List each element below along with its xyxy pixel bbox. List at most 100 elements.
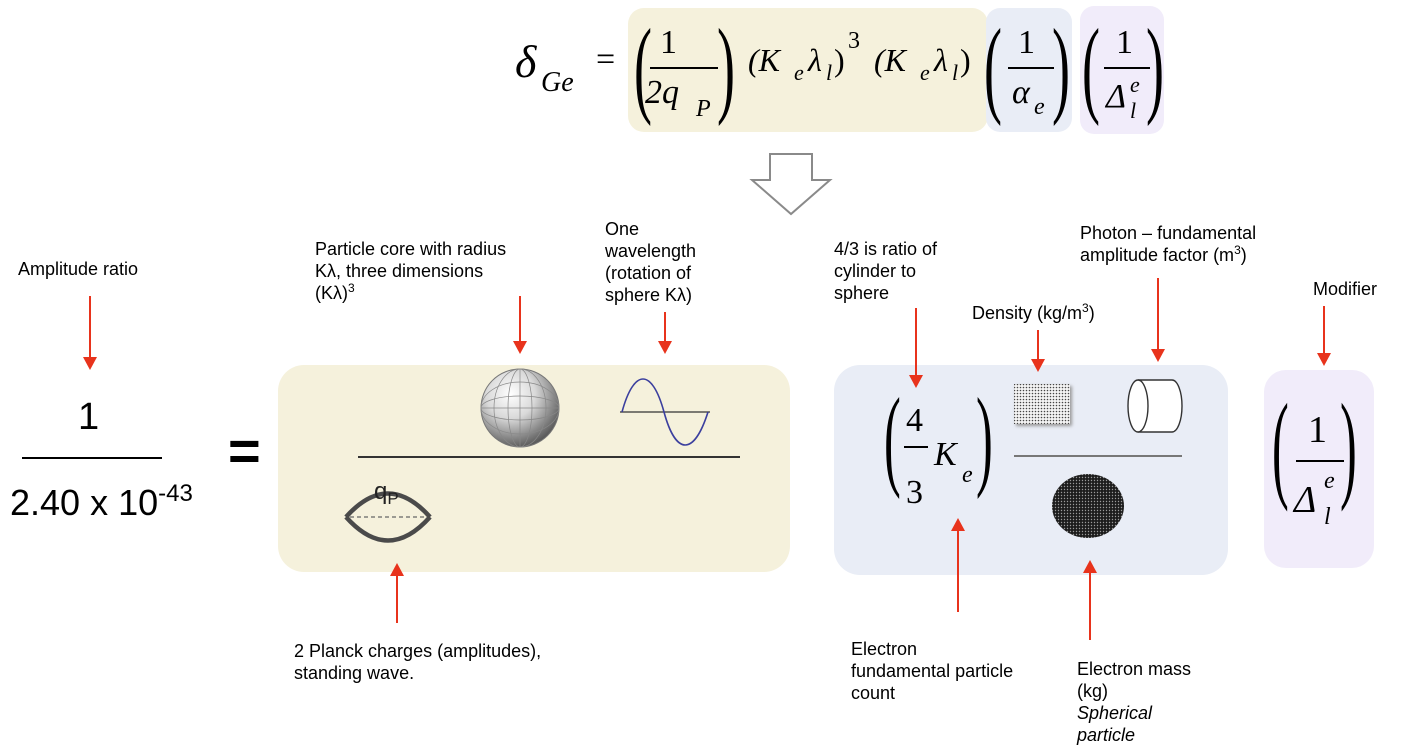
- amplitude-denominator-base: 2.40 x 10: [10, 482, 159, 523]
- modifier-paren-open: (: [1272, 379, 1289, 512]
- count-paren-close: ): [976, 376, 993, 500]
- modifier-fraction-bar: [1296, 460, 1344, 462]
- mass-label-line3: Spherical: [1077, 703, 1153, 723]
- mass-arrow: [1083, 560, 1097, 640]
- planck-charge-q: q: [374, 478, 388, 505]
- density-label: Density (kg/m3): [972, 301, 1095, 326]
- count-fraction-bar: [904, 446, 928, 448]
- modifier-paren-close: ): [1340, 379, 1357, 512]
- amplitude-equals-sign: =: [228, 419, 261, 482]
- factor2-open: (K: [748, 42, 780, 78]
- mass-label: Electron mass (kg) Spherical particle: [1077, 658, 1191, 746]
- particle-core-arrow: [513, 296, 527, 354]
- header-cream-highlight: [628, 8, 988, 132]
- sine-wave-icon: [620, 378, 710, 446]
- photon-label-close: ): [1240, 245, 1247, 265]
- paren-open-1: (: [634, 8, 652, 127]
- amplitude-ratio-label: Amplitude ratio: [18, 259, 139, 279]
- mass-label-line2: (kg): [1077, 681, 1108, 701]
- factor3-sub-e: e: [920, 60, 930, 85]
- density-square-icon: [1014, 384, 1070, 424]
- modifier-box: [1264, 370, 1374, 568]
- factor3-open: (K: [874, 42, 906, 78]
- amplitude-fraction-bar: [22, 457, 162, 459]
- photon-label-line1: Photon – fundamental: [1080, 223, 1257, 243]
- photon-label-base: amplitude factor (m: [1080, 245, 1235, 265]
- amplitude-denominator-exponent: -43: [158, 480, 193, 507]
- factor2-sub-e: e: [794, 60, 804, 85]
- density-label-base: Density (kg/m: [972, 303, 1083, 323]
- photon-label-exponent: 3: [1234, 243, 1241, 257]
- amplitude-denominator: 2.40 x 10-43: [10, 480, 193, 524]
- planck-charge-symbol: qP: [374, 478, 399, 508]
- factor5-denominator-sup: e: [1130, 72, 1140, 97]
- photon-label-line2: amplitude factor (m3): [1080, 243, 1256, 268]
- wavelength-arrow: [658, 312, 672, 354]
- equals-sign: =: [596, 41, 616, 78]
- factor5-numerator: 1: [1116, 24, 1133, 61]
- count-paren-open: (: [884, 376, 901, 500]
- photon-label: Photon – fundamental amplitude factor (m…: [1080, 222, 1256, 268]
- modifier-denominator-sup: e: [1324, 468, 1335, 494]
- factor3-lambda: λ: [934, 42, 948, 78]
- paren-close-5: ): [1146, 8, 1164, 127]
- delta-symbol: δ: [515, 36, 537, 87]
- factor4-fraction-bar: [1008, 67, 1054, 69]
- hollow-down-arrow-icon: [749, 153, 833, 216]
- wavelength-label-line4: sphere Kλ): [605, 285, 693, 305]
- modifier-label: Modifier: [1313, 279, 1378, 299]
- factor3-sub-l: l: [952, 60, 959, 85]
- count-label-line2: fundamental particle: [851, 661, 1014, 681]
- paren-open-4: (: [984, 8, 1002, 127]
- photon-arrow: [1151, 278, 1165, 362]
- modifier-denominator-sub: l: [1324, 504, 1331, 530]
- ratio-label-line1: 4/3 is ratio of: [834, 239, 938, 259]
- modifier-denominator: Δ: [1294, 479, 1317, 521]
- standing-wave-icon: [344, 491, 432, 543]
- paren-open-5: (: [1082, 8, 1100, 127]
- electron-fraction-bar: [1014, 455, 1182, 457]
- particle-core-label-line2: Kλ, three dimensions: [315, 261, 484, 281]
- wavelength-label-line2: wavelength: [605, 241, 697, 261]
- count-fraction-numerator: 4: [906, 402, 923, 439]
- count-k-symbol: K: [934, 436, 957, 473]
- ratio-label-line2: cylinder to: [834, 261, 917, 281]
- particle-core-label-line1: Particle core with radius: [315, 239, 507, 259]
- factor2-close: ): [834, 42, 845, 78]
- delta-subscript: Ge: [541, 67, 574, 98]
- paren-close-4: ): [1052, 8, 1070, 127]
- count-arrow: [951, 518, 965, 612]
- density-label-exponent: 3: [1082, 301, 1089, 315]
- ratio-arrow: [909, 308, 923, 388]
- factor1-fraction-bar: [650, 67, 718, 69]
- electron-mass-sphere-icon: [1052, 474, 1124, 538]
- planck-charge-sub: P: [387, 489, 399, 508]
- count-label-line3: count: [851, 683, 896, 703]
- factor1-numerator: 1: [660, 24, 677, 61]
- planck-charges-arrow: [390, 563, 404, 623]
- count-fraction-denominator: 3: [906, 474, 923, 511]
- factor1-denominator-sub: P: [696, 96, 711, 122]
- factor2-exponent: 3: [848, 28, 860, 54]
- modifier-arrow: [1317, 306, 1331, 366]
- particle-core-label-exponent: 3: [348, 281, 355, 295]
- count-label-line1: Electron: [851, 639, 918, 659]
- planck-fraction-bar: [358, 456, 740, 458]
- factor5-denominator-sub: l: [1130, 98, 1137, 123]
- wavelength-label-line1: One: [605, 219, 640, 239]
- modifier-numerator: 1: [1308, 409, 1327, 451]
- particle-core-label-base: (Kλ): [315, 283, 348, 303]
- ratio-label: 4/3 is ratio of cylinder to sphere: [834, 238, 937, 304]
- header-blue-highlight: [986, 8, 1072, 132]
- factor3-close: ): [960, 42, 971, 78]
- cylinder-icon: [1127, 379, 1183, 433]
- particle-core-label: Particle core with radius Kλ, three dime…: [315, 238, 506, 306]
- density-label-close: ): [1088, 303, 1095, 323]
- wavelength-label: One wavelength (rotation of sphere Kλ): [605, 218, 696, 306]
- factor4-denominator-sub: e: [1034, 94, 1045, 120]
- header-lavender-highlight: [1080, 6, 1164, 134]
- factor2-sub-l: l: [826, 60, 833, 85]
- mass-label-line1: Electron mass: [1077, 659, 1192, 679]
- factor4-denominator: α: [1012, 74, 1030, 111]
- amplitude-numerator: 1: [78, 396, 100, 438]
